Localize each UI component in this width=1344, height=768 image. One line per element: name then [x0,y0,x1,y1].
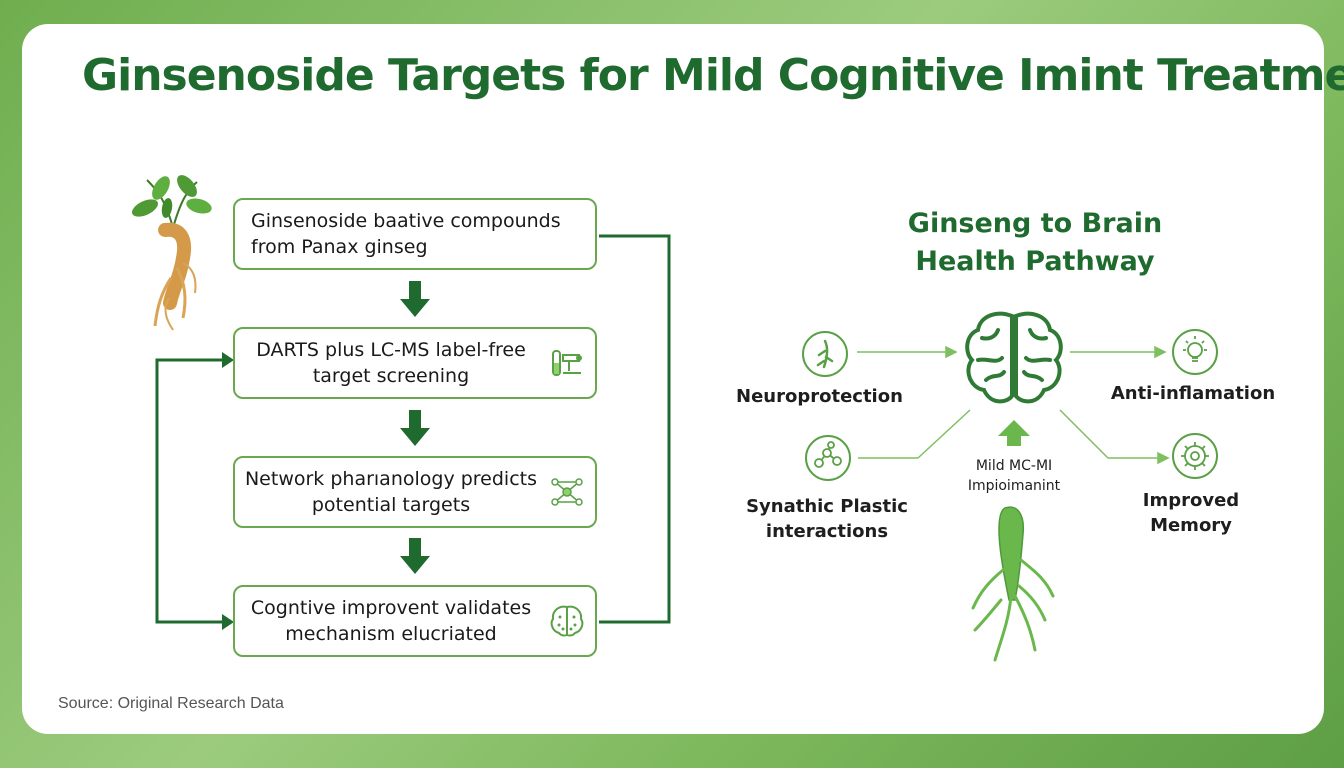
arrow-down-icon [400,410,430,446]
step-text: Network pharıanology predicts [244,468,538,490]
step-text: DARTS plus LC-MS label-free [256,339,526,361]
ginseng-root-icon [971,506,1055,662]
bulb-icon [1172,329,1218,375]
flow-step-compounds: Ginsenoside baative compounds from Panax… [233,198,597,270]
anti-inflammation-label: Anti-inflamation [1110,383,1276,404]
neuroprotection-label: Neuroprotection [736,386,903,407]
center-label-line: Mild MC-MI [975,458,1053,474]
memory-label-line: Memory [1150,515,1232,536]
page-title: Ginsenoside Targets for Mild Cognitive I… [82,50,1344,101]
flow-step-cognitive-validation: Cogntive improvent validates mechanism e… [233,585,597,657]
network-icon [551,478,583,506]
step-text: Cogntive improvent validates [250,597,532,619]
step-text: target screening [312,365,470,387]
arrow-down-icon [400,281,430,317]
step-text: mechanism elucriated [285,623,497,645]
pathway-title-line: Health Pathway [915,246,1155,277]
step-text: Ginsenoside baative compounds [251,210,561,232]
synaptic-label-line: Synathic Plastic [746,496,908,517]
memory-gear-icon [1172,433,1218,479]
source-note: Source: Original Research Data [58,695,284,712]
pathway-title: Ginseng to Brain Health Pathway [880,205,1190,281]
flow-step-network-pharmacology: Network pharıanology predicts potential … [233,456,597,528]
synaptic-label: Synathic Plastic interactions [744,494,910,544]
improved-memory-label: Improved Memory [1110,488,1272,538]
lab-flask-icon [552,350,582,376]
ginseng-root-icon [802,331,848,377]
ginseng-plant-icon [131,175,212,331]
center-label-line: Impioimanint [967,478,1061,494]
center-condition-label: Mild MC-MI Impioimanint [944,456,1084,496]
arrow-down-icon [400,538,430,574]
step-text: potential targets [311,494,471,516]
brain-icon [965,311,1063,404]
pathway-title-line: Ginseng to Brain [907,208,1163,239]
arrow-up-icon [998,420,1030,446]
synaptic-label-line: interactions [765,521,889,542]
molecule-icon [805,435,851,481]
memory-label-line: Improved [1142,490,1240,511]
brain-icon [550,605,584,637]
flow-step-darts-screening: DARTS plus LC-MS label-free target scree… [233,327,597,399]
step-text: from Panax ginseg [251,236,428,258]
